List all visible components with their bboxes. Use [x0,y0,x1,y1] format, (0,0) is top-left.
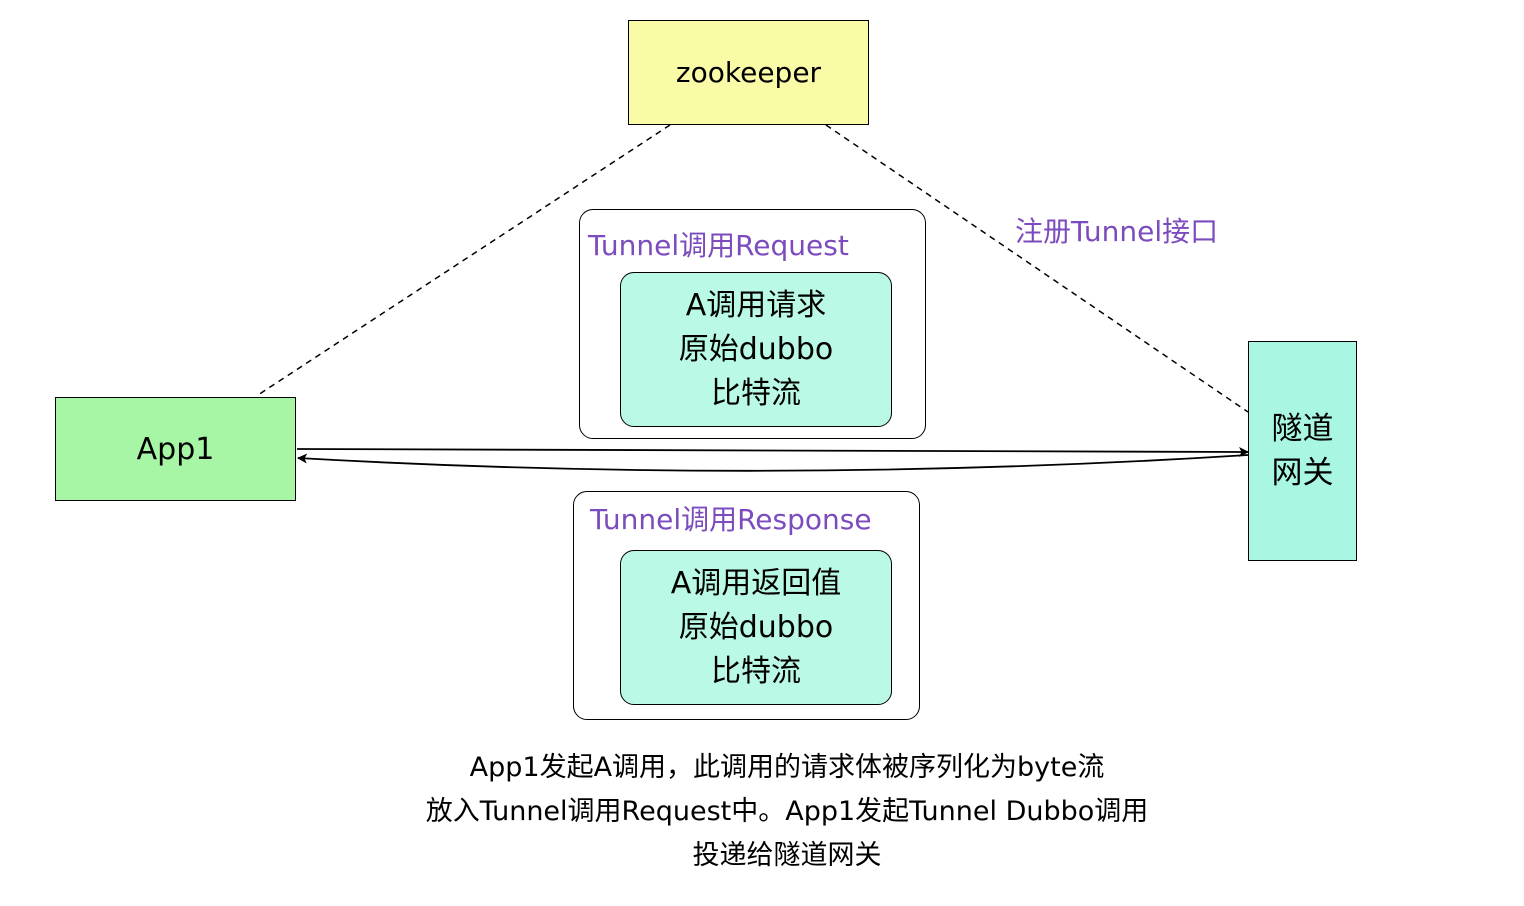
gateway-label-line: 网关 [1271,455,1334,491]
payload-line: 比特流 [711,653,801,689]
payload-line: A调用请求 [685,287,827,323]
caption-line: App1发起A调用，此调用的请求体被序列化为byte流 [469,752,1105,783]
app1-node: App1 [55,397,296,501]
dashed-link-zookeeper-app1 [257,124,671,396]
payload-line: A调用返回值 [670,565,842,601]
response-payload-box: A调用返回值 原始dubbo 比特流 [620,550,892,705]
zookeeper-label: zookeeper [675,56,822,89]
diagram-caption: App1发起A调用，此调用的请求体被序列化为byte流 放入Tunnel调用Re… [362,746,1212,878]
request-payload-box: A调用请求 原始dubbo 比特流 [620,272,892,427]
caption-line: 投递给隧道网关 [692,840,882,871]
app1-label: App1 [136,431,215,467]
request-frame-title: Tunnel调用Request [588,229,849,262]
register-edge-label: 注册Tunnel接口 [1015,215,1219,248]
gateway-node: 隧道 网关 [1248,341,1357,561]
response-frame-title: Tunnel调用Response [590,503,872,536]
gateway-label-line: 隧道 [1271,411,1334,447]
response-frame: Tunnel调用Response A调用返回值 原始dubbo 比特流 [573,491,920,720]
arrow-request-app1-to-gateway [296,446,1249,457]
zookeeper-node: zookeeper [628,20,869,125]
caption-line: 放入Tunnel调用Request中。App1发起Tunnel Dubbo调用 [425,796,1149,827]
arrow-response-gateway-to-app1 [297,453,1249,472]
payload-line: 比特流 [711,375,801,411]
payload-line: 原始dubbo [678,331,834,367]
request-frame: Tunnel调用Request A调用请求 原始dubbo 比特流 [579,209,926,439]
dashed-link-zookeeper-gateway [825,124,1249,413]
payload-line: 原始dubbo [678,609,834,645]
